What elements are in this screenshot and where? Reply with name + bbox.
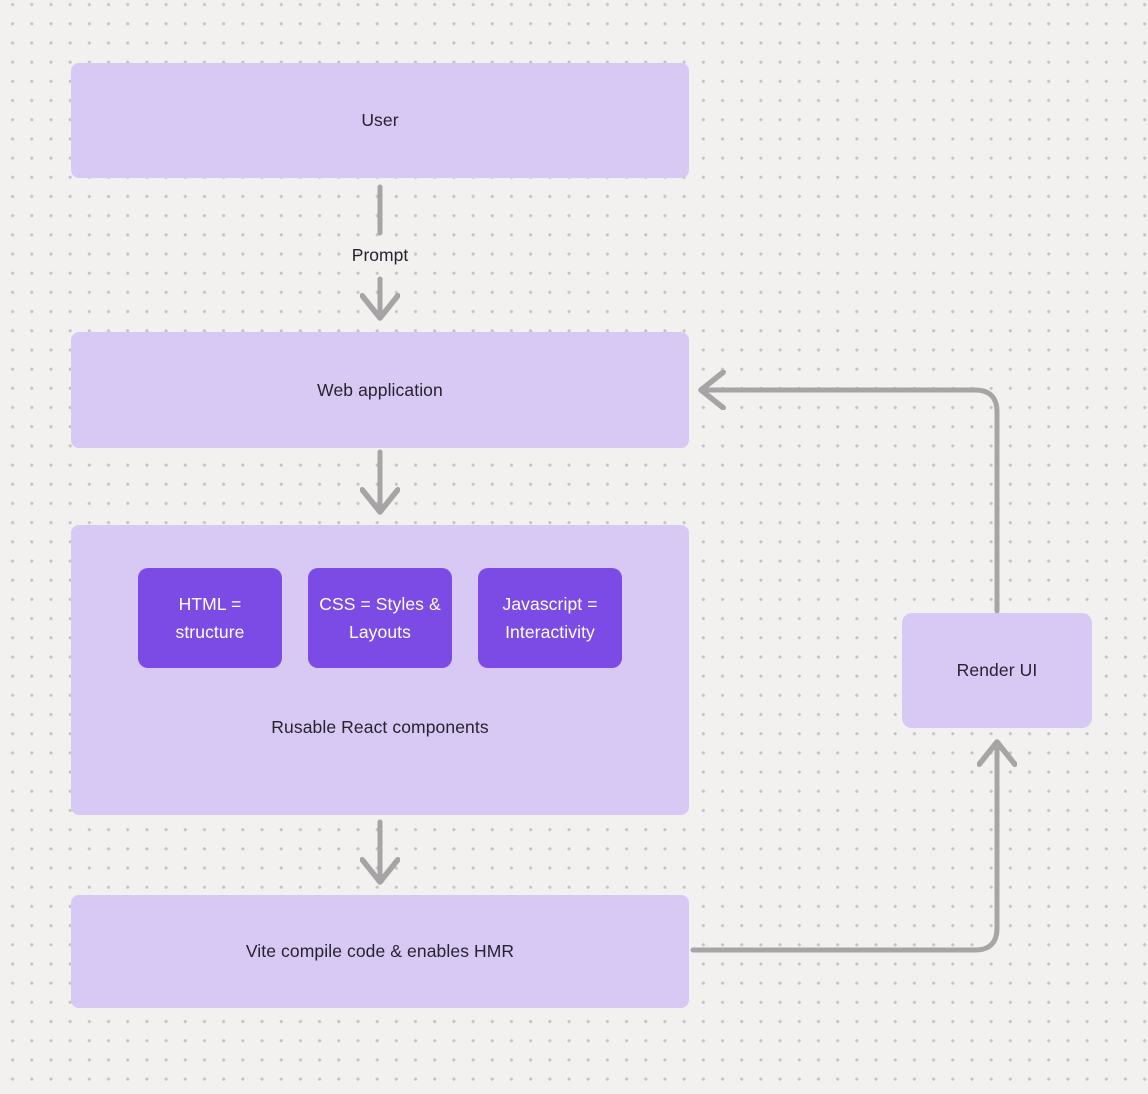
node-css-styles[interactable]: CSS = Styles & Layouts bbox=[308, 568, 452, 668]
node-javascript-interactivity-label: Javascript = Interactivity bbox=[502, 594, 598, 642]
node-css-styles-label: CSS = Styles & Layouts bbox=[319, 594, 441, 642]
node-web-application[interactable]: Web application bbox=[71, 332, 689, 448]
edge-vite-to-renderui bbox=[690, 742, 997, 953]
node-html-structure-label: HTML = structure bbox=[175, 594, 245, 642]
node-vite-compile[interactable]: Vite compile code & enables HMR bbox=[71, 895, 689, 1008]
edge-renderui-to-webapp bbox=[701, 390, 1000, 614]
node-web-application-label: Web application bbox=[317, 379, 443, 400]
node-react-components-group[interactable]: HTML = structure CSS = Styles & Layouts … bbox=[71, 525, 689, 815]
node-vite-compile-label: Vite compile code & enables HMR bbox=[245, 941, 515, 961]
node-render-ui-label: Render UI bbox=[956, 660, 1038, 680]
node-user[interactable]: User bbox=[71, 63, 689, 178]
node-react-components-caption: Rusable React components bbox=[271, 717, 489, 737]
node-html-structure[interactable]: HTML = structure bbox=[138, 568, 282, 668]
node-user-label: User bbox=[361, 110, 399, 130]
node-javascript-interactivity[interactable]: Javascript = Interactivity bbox=[478, 568, 622, 668]
edge-label-prompt: Prompt bbox=[351, 245, 409, 265]
node-render-ui[interactable]: Render UI bbox=[902, 613, 1092, 728]
